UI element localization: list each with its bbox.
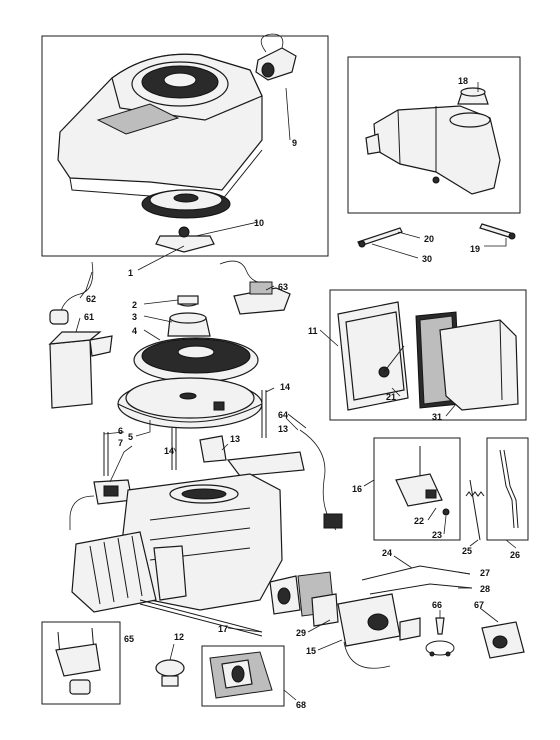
fuel-tank bbox=[365, 105, 501, 195]
governor-spring bbox=[465, 479, 485, 541]
callout-16: 16 bbox=[352, 484, 362, 494]
callout-13-left: 13 bbox=[230, 434, 240, 444]
tank-rod-long bbox=[357, 227, 403, 248]
inset-box-fuel-tank bbox=[347, 56, 521, 214]
callout-17: 17 bbox=[218, 624, 228, 634]
governor-lever bbox=[499, 449, 519, 529]
callout-1: 1 bbox=[128, 268, 133, 278]
callout-66: 66 bbox=[432, 600, 442, 610]
callout-10: 10 bbox=[254, 218, 264, 228]
cooling-fan bbox=[133, 337, 259, 383]
starter-pulley bbox=[141, 189, 231, 219]
callout-labels: 1 9 10 18 19 20 30 62 61 63 2 3 4 11 5 6… bbox=[84, 76, 520, 710]
callout-62: 62 bbox=[86, 294, 96, 304]
throttle-cables bbox=[361, 565, 473, 595]
callout-9: 9 bbox=[292, 138, 297, 148]
stud-14-right bbox=[261, 390, 267, 438]
callout-15: 15 bbox=[306, 646, 316, 656]
callout-30: 30 bbox=[422, 254, 432, 264]
brake-lever-parts bbox=[55, 627, 101, 695]
callout-14-right: 14 bbox=[280, 382, 290, 392]
callout-67: 67 bbox=[474, 600, 484, 610]
inset-box-recoil-starter bbox=[41, 35, 329, 257]
callout-14-left: 14 bbox=[164, 446, 174, 456]
callout-12: 12 bbox=[174, 632, 184, 642]
flywheel-key bbox=[155, 659, 185, 687]
spark-plug-cap bbox=[49, 261, 94, 325]
stud-14-left bbox=[171, 428, 177, 470]
choke-housing bbox=[481, 621, 525, 659]
callout-7: 7 bbox=[118, 438, 123, 448]
callout-2: 2 bbox=[132, 300, 137, 310]
flywheel-nut bbox=[177, 295, 199, 307]
callout-13-right: 13 bbox=[278, 424, 288, 434]
tank-rod-short bbox=[479, 223, 516, 240]
fuel-filter-housing bbox=[48, 331, 113, 409]
intake-gaskets bbox=[269, 571, 339, 627]
flywheel bbox=[117, 377, 263, 429]
ignition-module bbox=[219, 260, 291, 315]
callout-6: 6 bbox=[118, 426, 123, 436]
fuel-cap bbox=[457, 87, 489, 105]
inset-box-governor bbox=[373, 437, 461, 541]
callout-63: 63 bbox=[278, 282, 288, 292]
callout-68: 68 bbox=[296, 700, 306, 710]
air-filter-cover bbox=[439, 319, 519, 411]
callout-64: 64 bbox=[278, 410, 288, 420]
inset-box-brake bbox=[41, 621, 121, 705]
callout-3: 3 bbox=[132, 312, 137, 322]
gasket-set bbox=[209, 651, 273, 699]
callout-22: 22 bbox=[414, 516, 424, 526]
inset-box-air-filter bbox=[329, 289, 527, 421]
callout-21: 21 bbox=[386, 392, 396, 402]
carburetor bbox=[337, 593, 421, 669]
starter-handle bbox=[255, 33, 297, 81]
callout-23: 23 bbox=[432, 530, 442, 540]
callout-5: 5 bbox=[128, 432, 133, 442]
o-ring-kit bbox=[425, 617, 455, 657]
cylinder-head bbox=[71, 531, 187, 613]
pushrod bbox=[139, 599, 263, 637]
recoil-starter-housing bbox=[57, 53, 263, 201]
governor-parts bbox=[395, 446, 450, 516]
callout-26: 26 bbox=[510, 550, 520, 560]
callout-19: 19 bbox=[470, 244, 480, 254]
callout-4: 4 bbox=[132, 326, 137, 336]
callout-18: 18 bbox=[458, 76, 468, 86]
callout-25: 25 bbox=[462, 546, 472, 556]
leader-lines bbox=[75, 82, 517, 701]
starter-cup-ring bbox=[167, 312, 211, 337]
brake-assembly bbox=[199, 429, 343, 531]
air-filter-base bbox=[337, 301, 409, 411]
ignition-coil bbox=[69, 479, 133, 530]
callout-28: 28 bbox=[480, 584, 490, 594]
callout-29: 29 bbox=[296, 628, 306, 638]
starter-cup bbox=[155, 226, 215, 253]
callout-11: 11 bbox=[308, 326, 318, 336]
callout-20: 20 bbox=[424, 234, 434, 244]
callout-27: 27 bbox=[480, 568, 490, 578]
inset-box-governor-lever bbox=[486, 437, 529, 541]
stud-6 bbox=[103, 432, 109, 476]
callout-31: 31 bbox=[432, 412, 442, 422]
callout-24: 24 bbox=[382, 548, 392, 558]
inset-box-gaskets bbox=[201, 645, 285, 707]
callout-61: 61 bbox=[84, 312, 94, 322]
callout-65: 65 bbox=[124, 634, 134, 644]
